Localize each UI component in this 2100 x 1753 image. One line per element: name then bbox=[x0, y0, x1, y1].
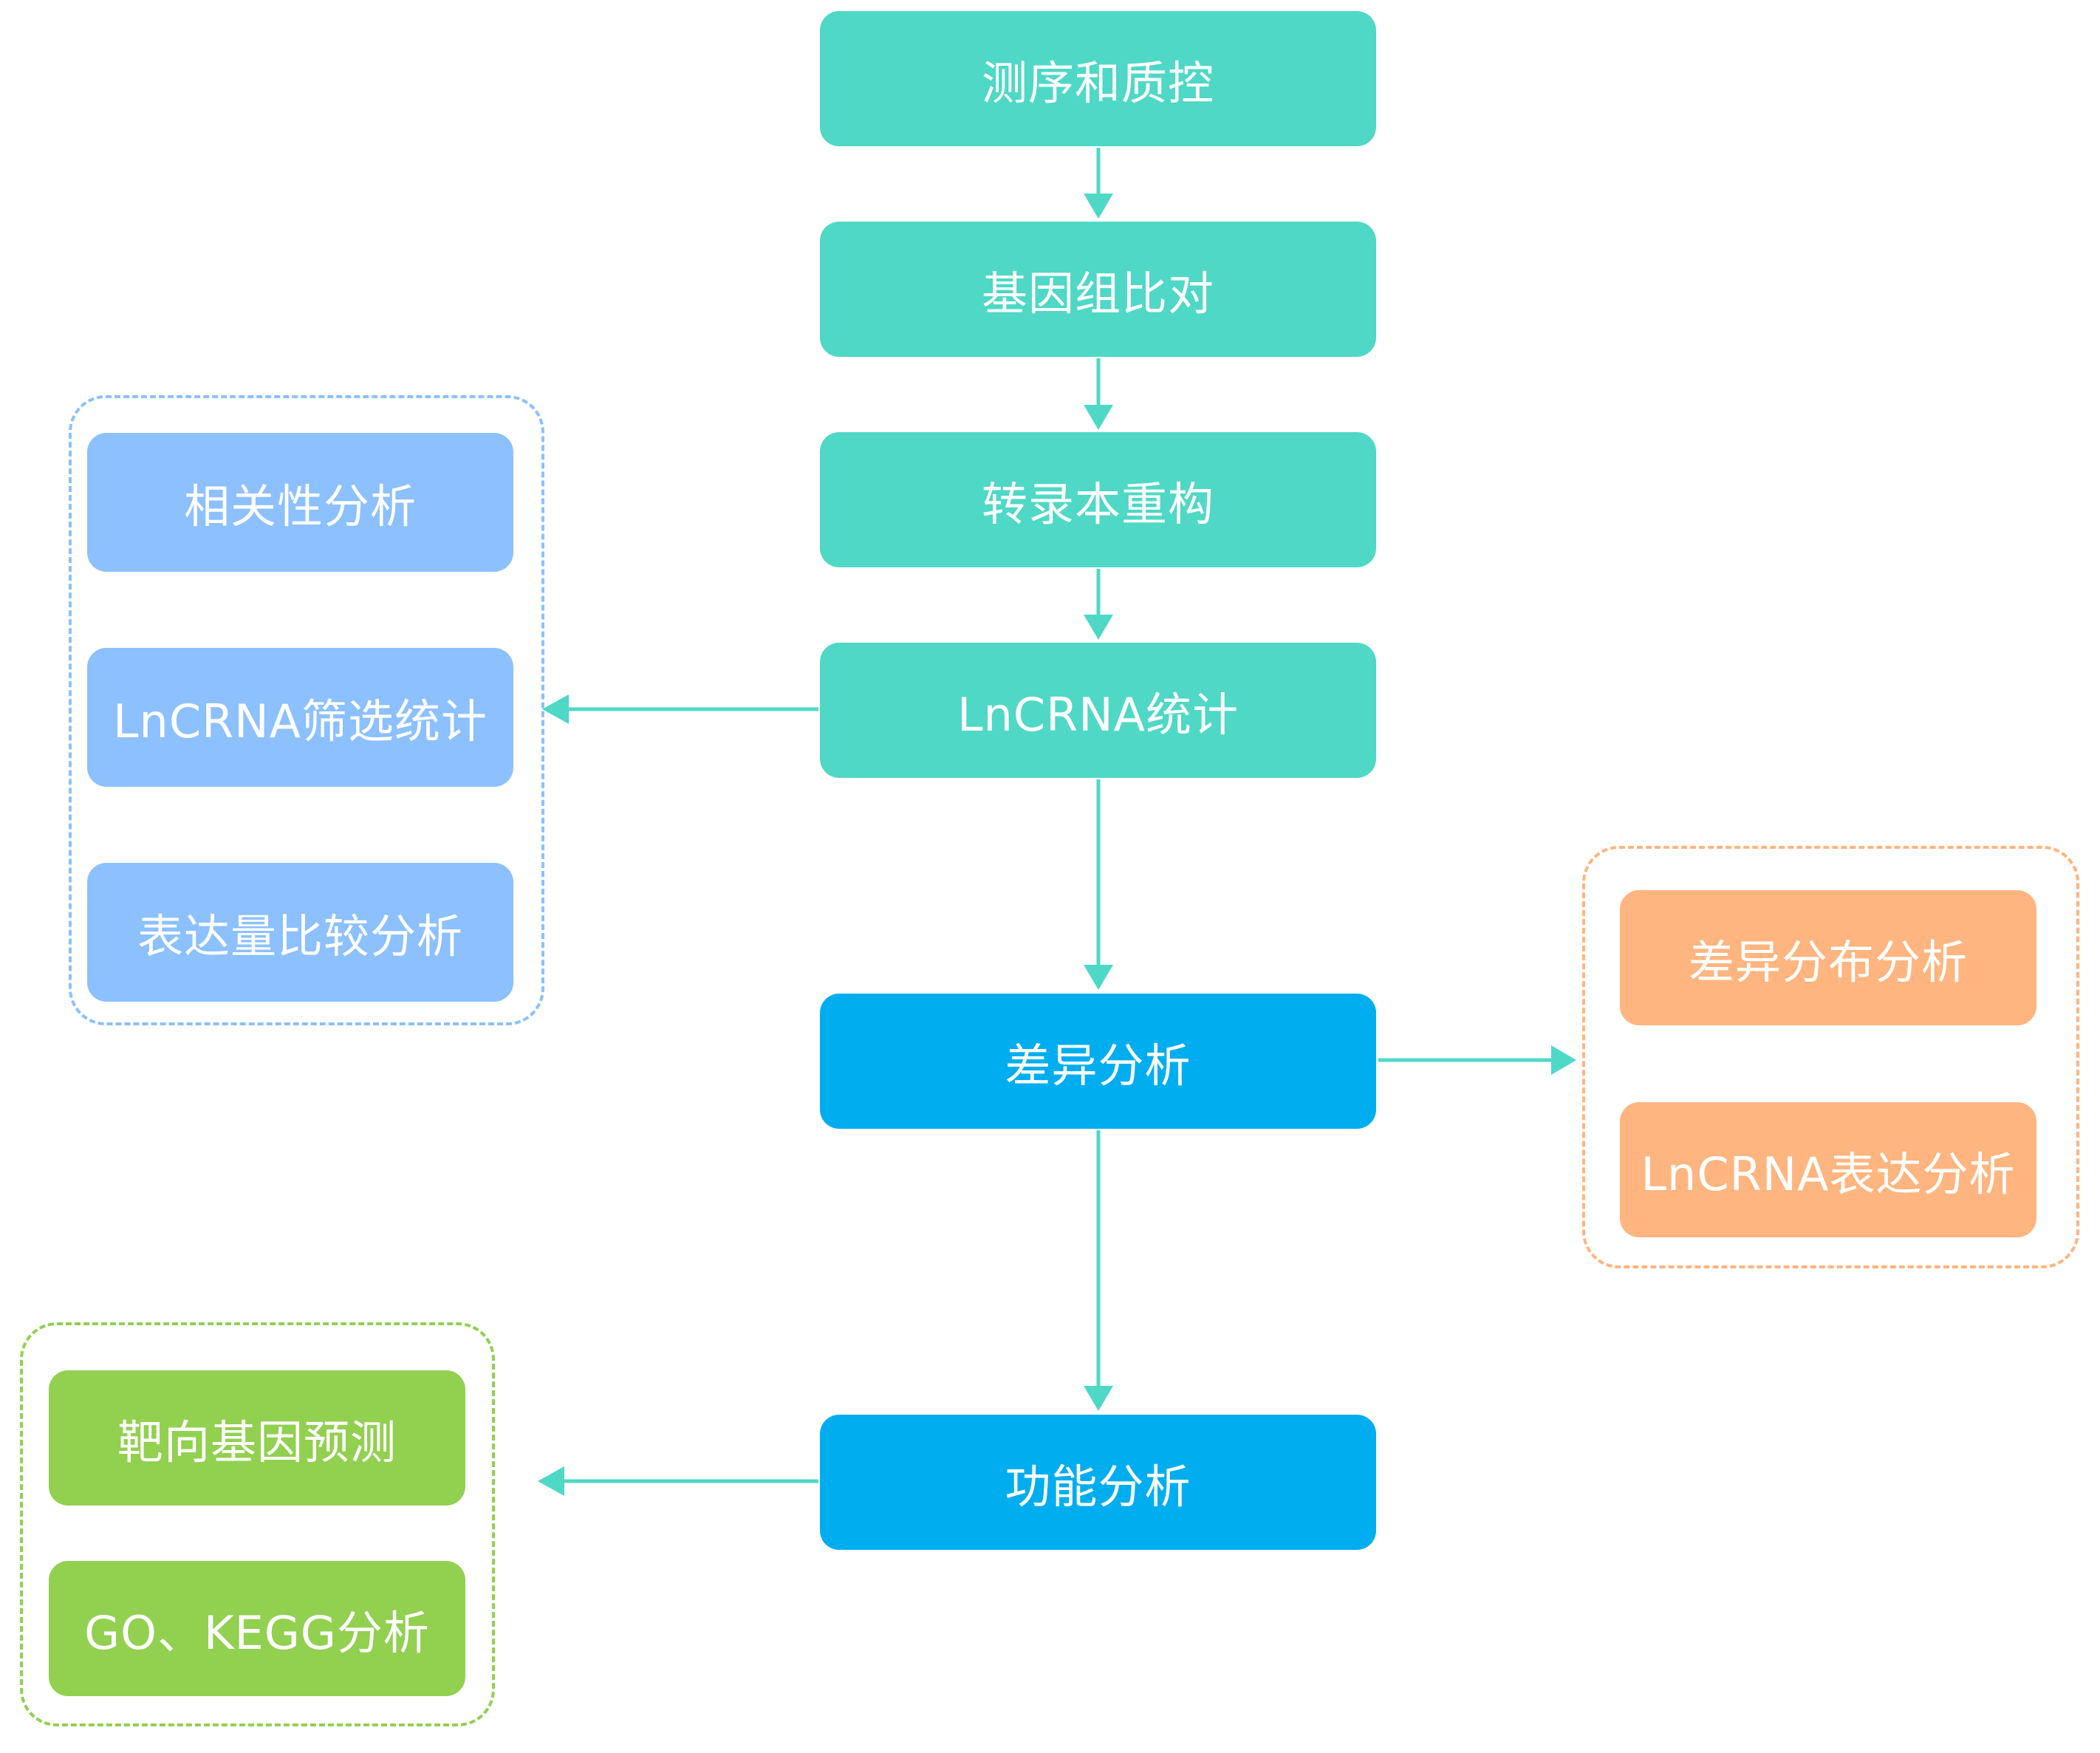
flow-step-lncrna-statistics: LnCRNA统计 bbox=[820, 643, 1376, 778]
flow-step-label: 转录本重构 bbox=[981, 476, 1214, 531]
arrow-head-step6 bbox=[1084, 1386, 1113, 1411]
left-item-lncrna-screening: LnCRNA筛选统计 bbox=[87, 648, 513, 787]
left-group-frame bbox=[69, 395, 544, 1025]
flow-step-label: 差异分析 bbox=[1005, 1038, 1191, 1093]
bottom-left-group-frame bbox=[20, 1322, 495, 1726]
arrow-head-step4 bbox=[1084, 615, 1113, 640]
arrow-head-bottom-left-group bbox=[538, 1466, 564, 1496]
left-item-label: 相关性分析 bbox=[183, 479, 417, 533]
flow-step-genome-alignment: 基因组比对 bbox=[820, 222, 1376, 357]
bottom-left-item-label: GO、KEGG分析 bbox=[84, 1605, 430, 1660]
arrow-head-step3 bbox=[1084, 405, 1113, 430]
right-item-lncrna-expression: LnCRNA表达分析 bbox=[1620, 1102, 2036, 1237]
bottom-left-item-go-kegg-analysis: GO、KEGG分析 bbox=[49, 1561, 465, 1696]
right-group-frame bbox=[1582, 846, 2079, 1268]
flow-step-differential-analysis: 差异分析 bbox=[820, 994, 1376, 1129]
left-item-label: LnCRNA筛选统计 bbox=[113, 694, 488, 748]
bottom-left-item-target-gene-prediction: 靶向基因预测 bbox=[49, 1370, 465, 1506]
arrow-head-left-group bbox=[542, 694, 569, 724]
flow-step-transcript-reconstruction: 转录本重构 bbox=[820, 432, 1376, 567]
right-item-label: LnCRNA表达分析 bbox=[1641, 1147, 2016, 1201]
left-item-label: 表达量比较分析 bbox=[137, 909, 463, 963]
right-item-difference-distribution: 差异分布分析 bbox=[1620, 890, 2036, 1025]
flow-step-label: 基因组比对 bbox=[981, 266, 1214, 321]
flow-step-functional-analysis: 功能分析 bbox=[820, 1415, 1376, 1550]
arrow-head-right-group bbox=[1551, 1045, 1576, 1075]
flow-step-label: 功能分析 bbox=[1005, 1459, 1191, 1514]
right-item-label: 差异分布分析 bbox=[1688, 934, 1968, 989]
arrow-head-step5 bbox=[1084, 965, 1113, 990]
flow-step-label: 测序和质控 bbox=[981, 55, 1214, 110]
bottom-left-item-label: 靶向基因预测 bbox=[117, 1415, 397, 1469]
flow-step-label: LnCRNA统计 bbox=[957, 687, 1239, 742]
left-item-correlation-analysis: 相关性分析 bbox=[87, 433, 513, 572]
left-item-expression-comparison: 表达量比较分析 bbox=[87, 863, 513, 1002]
flow-step-sequencing-qc: 测序和质控 bbox=[820, 11, 1376, 146]
arrow-head-step2 bbox=[1084, 194, 1113, 219]
